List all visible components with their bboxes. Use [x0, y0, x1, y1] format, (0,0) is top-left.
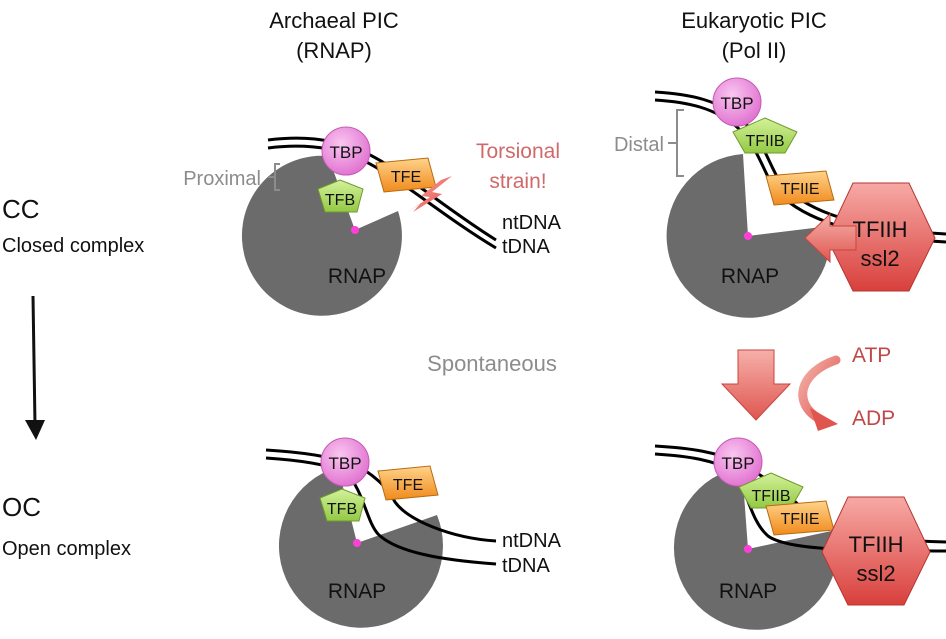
proximal-bracket [268, 163, 280, 191]
tfiih-arrow-icon [804, 212, 857, 264]
tbp-protein [713, 437, 763, 487]
adp-label: ADP [852, 407, 895, 430]
tfiib-label: TFIIB [751, 488, 790, 505]
tdna-label: tDNA [502, 555, 550, 577]
active-site [351, 226, 359, 234]
archaeal-closed-complex [241, 126, 497, 316]
tfb-label: TFB [325, 192, 355, 209]
tfiib-protein [732, 117, 798, 154]
tfe-protein [377, 465, 439, 501]
eukaryotic-header-line1: Eukaryotic PIC [681, 8, 827, 33]
tfiih-label: TFIIH [853, 217, 908, 242]
tfiie-label: TFIIE [780, 511, 819, 528]
rnap-label: RNAP [721, 265, 779, 288]
transition-arrow [25, 295, 45, 440]
tbp-label: TBP [721, 454, 754, 473]
tfiih-protein [821, 496, 931, 606]
tbp-protein [321, 126, 371, 176]
rnap-shape [673, 467, 838, 630]
active-site [353, 539, 361, 547]
oc-label: OC [2, 492, 41, 522]
tfb-label: TFB [327, 501, 357, 518]
archaeal-header-line2: (RNAP) [296, 38, 372, 63]
down-arrow-icon [720, 349, 792, 421]
atp-hydrolysis-arrow-icon [798, 355, 841, 431]
tfb-protein [319, 488, 366, 522]
dna-strand [265, 456, 497, 566]
rnap-label: RNAP [328, 580, 386, 603]
torsional-label-line2: strain! [489, 170, 546, 193]
ntdna-label: ntDNA [502, 530, 562, 552]
archaeal-open-complex [265, 437, 497, 628]
tbp-label: TBP [329, 143, 362, 162]
tdna-label: tDNA [502, 236, 550, 258]
rnap-shape [278, 467, 443, 628]
distal-label: Distal [614, 134, 664, 156]
lightning-bolt-icon [406, 176, 452, 213]
ssl2-label: ssl2 [856, 561, 895, 586]
tfe-label: TFE [393, 477, 423, 494]
spontaneous-label: Spontaneous [427, 351, 557, 376]
tbp-label: TBP [328, 454, 361, 473]
active-site [744, 545, 752, 553]
tfiie-protein [765, 170, 835, 206]
eukaryotic-open-complex [654, 437, 946, 630]
rnap-shape [241, 155, 402, 316]
cc-label: CC [2, 194, 40, 224]
torsional-label-line1: Torsional [476, 140, 560, 163]
tfiih-label: TFIIH [849, 532, 904, 557]
tfiie-label: TFIIE [780, 181, 819, 198]
tfe-label: TFE [391, 169, 421, 186]
rnap-label: RNAP [719, 580, 777, 603]
oc-full-label: Open complex [2, 538, 131, 560]
distal-bracket [668, 109, 684, 177]
eukaryotic-header-line2: (Pol II) [722, 38, 787, 63]
atp-label: ATP [852, 344, 891, 367]
cc-full-label: Closed complex [2, 235, 144, 257]
tfiib-label: TFIIB [745, 133, 784, 150]
archaeal-header-line1: Archaeal PIC [269, 8, 399, 33]
ssl2-label: ssl2 [860, 246, 899, 271]
tbp-label: TBP [720, 94, 753, 113]
active-site [744, 232, 752, 240]
eukaryotic-closed-complex [654, 77, 946, 318]
ntdna-label: ntDNA [502, 212, 562, 234]
tfb-protein [317, 179, 364, 213]
tbp-protein [320, 437, 370, 487]
rnap-label: RNAP [328, 265, 386, 288]
proximal-label: Proximal [183, 168, 261, 190]
rnap-shape [666, 154, 831, 318]
tbp-protein [712, 77, 762, 127]
